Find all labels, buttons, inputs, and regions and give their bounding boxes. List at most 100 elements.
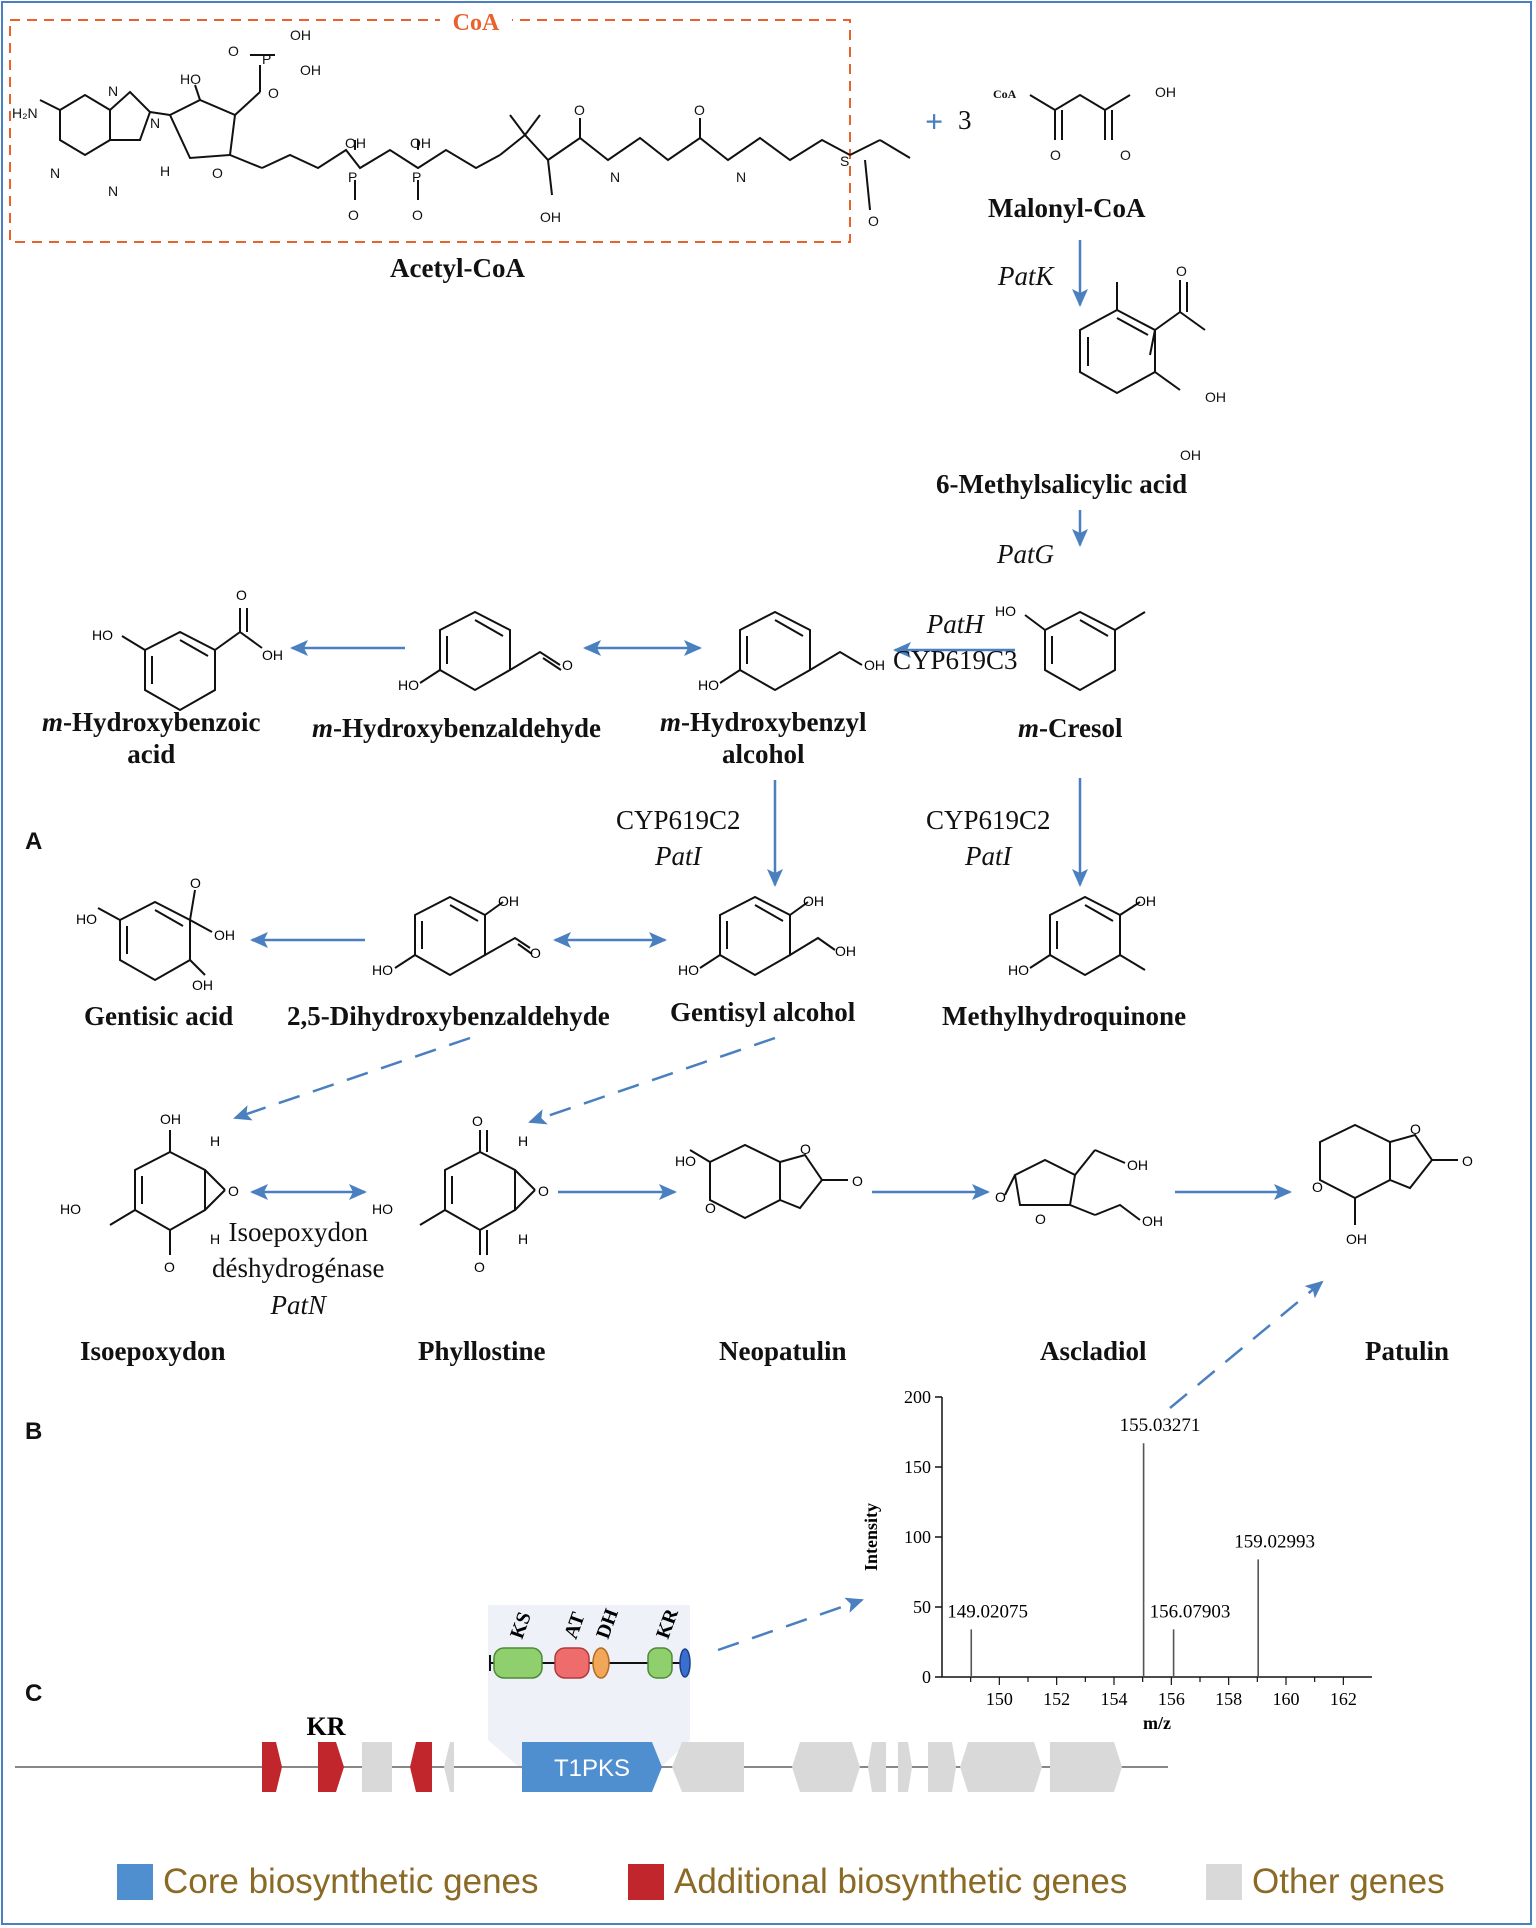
phyllostine-label: Phyllostine	[418, 1336, 546, 1366]
enzyme-patk: PatK	[998, 261, 1054, 291]
atom-o: O	[1462, 1153, 1473, 1169]
atom-o: O	[228, 43, 239, 59]
coa-box-label: CoA	[453, 10, 500, 36]
atom-oh: OH	[410, 135, 431, 151]
neopatulin-label: Neopatulin	[719, 1336, 847, 1366]
phyllostine-structure	[419, 1130, 536, 1255]
acetyl-coa-label: Acetyl-CoA	[390, 253, 525, 283]
atom-oh: OH	[1346, 1231, 1367, 1247]
x-tick-label: 150	[986, 1689, 1013, 1709]
atom-n: N	[50, 165, 60, 181]
gene-other	[362, 1742, 392, 1792]
arrow-pks-to-ms	[717, 1597, 864, 1652]
legend-additional-swatch	[628, 1864, 664, 1900]
atom-ho: HO	[398, 677, 419, 693]
ascladiol-label: Ascladiol	[1040, 1336, 1147, 1366]
malonyl-stoich: 3	[958, 105, 972, 135]
atom-h: H	[210, 1231, 220, 1247]
x-tick-label: 156	[1158, 1689, 1185, 1709]
panel-label-c: C	[25, 1680, 43, 1707]
acp-domain	[679, 1648, 691, 1678]
atom-ho: HO	[372, 1201, 393, 1217]
atom-o: O	[995, 1189, 1006, 1205]
gentisyl-label: Gentisyl alcohol	[670, 997, 856, 1027]
atom-o: O	[530, 945, 541, 961]
neopatulin-structure	[689, 1143, 848, 1220]
atom-o: O	[574, 102, 585, 118]
atom-o: O	[190, 875, 201, 891]
atom-s: S	[840, 153, 849, 169]
peak-label: 149.02075	[947, 1601, 1028, 1622]
atom-o: O	[212, 165, 223, 181]
atom-oh: OH	[864, 657, 885, 673]
methylsalicylic-structure	[1079, 280, 1206, 395]
acetyl-coa-structure	[39, 54, 911, 211]
atom-o: O	[1120, 147, 1131, 163]
arrow-gentisyl-to-phyllostine	[528, 1036, 776, 1125]
y-tick-label: 50	[913, 1597, 931, 1617]
gene-other	[868, 1742, 886, 1792]
dhba-structure	[394, 895, 533, 977]
gene-other	[1050, 1742, 1122, 1792]
panel-label-a: A	[25, 828, 43, 855]
peak-label: 156.07903	[1150, 1601, 1231, 1622]
gene-cluster: KR T1PKS	[15, 1712, 1168, 1792]
kr-gene-label: KR	[307, 1712, 346, 1741]
atom-oh: OH	[1127, 1157, 1148, 1173]
gene-additional-kr	[318, 1742, 344, 1792]
panel-label-b: B	[25, 1418, 43, 1445]
atom-ho: HO	[675, 1153, 696, 1169]
atom-oh: OH	[1180, 447, 1201, 463]
atom-oh: OH	[1142, 1213, 1163, 1229]
atom-oh: OH	[290, 27, 311, 43]
m-cresol-label: m-Cresol	[1018, 713, 1123, 743]
gene-core-t1pks	[522, 1742, 662, 1792]
t1pks-label: T1PKS	[554, 1755, 630, 1782]
gentisic-structure	[97, 889, 213, 982]
atom-o: O	[694, 102, 705, 118]
y-tick-label: 150	[904, 1457, 931, 1477]
malonyl-coa-structure	[1029, 93, 1131, 140]
atom-o: O	[1035, 1211, 1046, 1227]
atom-oh: OH	[214, 927, 235, 943]
atom-oh: OH	[1155, 84, 1176, 100]
gentisic-label: Gentisic acid	[84, 1001, 234, 1031]
atom-ho: HO	[76, 911, 97, 927]
atom-ho: HO	[372, 962, 393, 978]
atom-o: O	[1050, 147, 1061, 163]
legend-other-swatch	[1206, 1864, 1242, 1900]
x-tick-label: 152	[1043, 1689, 1070, 1709]
ascladiol-structure	[1004, 1149, 1141, 1221]
plus-sign: +	[925, 103, 944, 139]
y-axis-label: Intensity	[861, 1503, 881, 1571]
gene-other	[960, 1742, 1042, 1792]
atom-ho: HO	[678, 962, 699, 978]
atom-oh: OH	[160, 1111, 181, 1127]
peak-label: 155.03271	[1120, 1415, 1201, 1436]
peak-label: 159.02993	[1234, 1531, 1315, 1552]
gene-other	[672, 1742, 744, 1792]
atom-oh: OH	[262, 647, 283, 663]
atom-oh: OH	[803, 893, 824, 909]
atom-h: H	[160, 163, 170, 179]
isoepoxydon-structure	[109, 1130, 226, 1255]
m-hbald-label: m-Hydroxybenzaldehyde	[312, 713, 602, 743]
legend-additional: Additional biosynthetic genes	[628, 1862, 1127, 1902]
arrow-ms-to-patulin	[1169, 1280, 1324, 1409]
coa-box	[9, 19, 851, 243]
y-tick-label: 0	[922, 1667, 931, 1687]
atom-n: N	[108, 83, 118, 99]
atom-coa: CoA	[993, 87, 1017, 101]
x-tick-label: 158	[1215, 1689, 1242, 1709]
atom-oh: OH	[1205, 389, 1226, 405]
atom-p: P	[262, 51, 271, 67]
atom-oh: OH	[300, 62, 321, 78]
x-tick-label: 162	[1330, 1689, 1357, 1709]
atom-o: O	[852, 1173, 863, 1189]
